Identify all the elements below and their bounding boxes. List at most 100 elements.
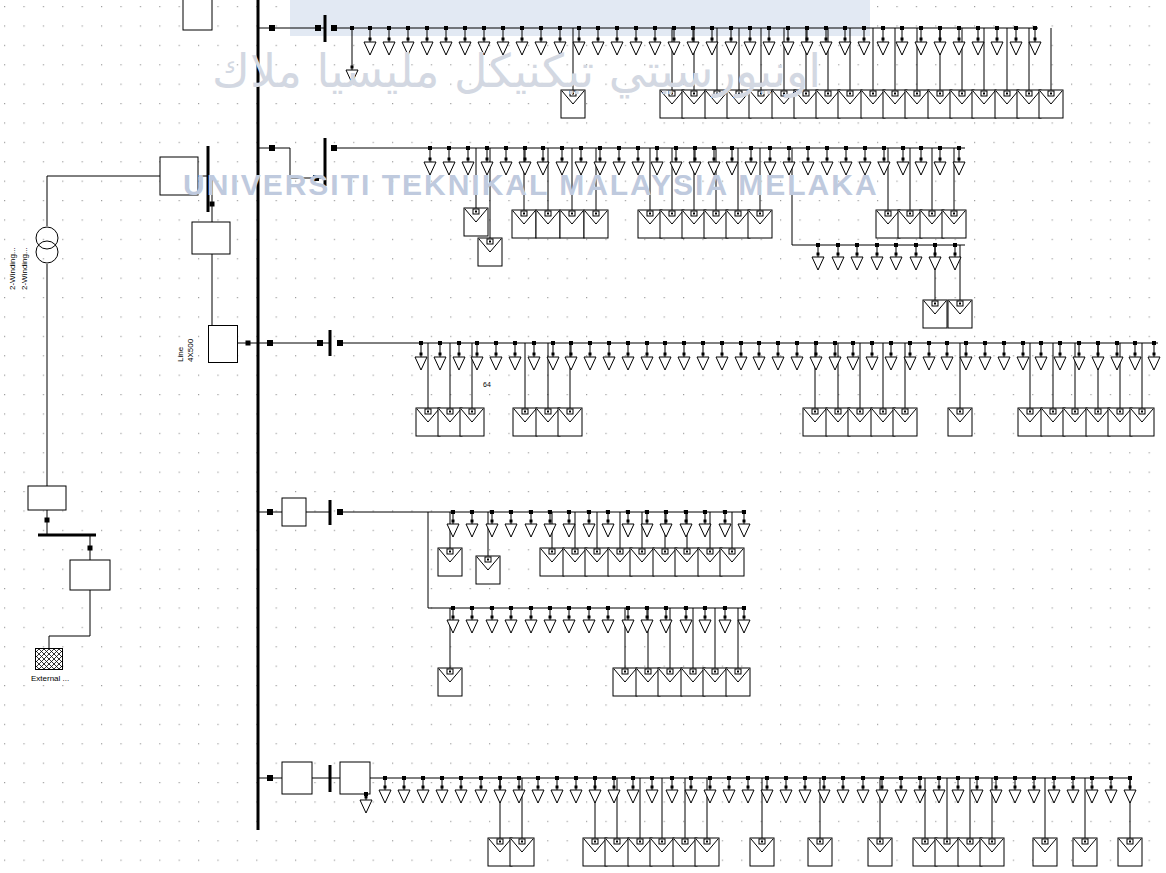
terminal-dot xyxy=(900,786,903,789)
pv-dot xyxy=(639,841,641,843)
pv-box xyxy=(950,90,974,118)
pv-mark xyxy=(639,211,661,224)
pv-mark xyxy=(704,669,726,682)
wire xyxy=(1098,343,1099,357)
pv-terminal xyxy=(1095,409,1101,414)
pv-dot xyxy=(547,213,549,215)
wire xyxy=(797,343,798,357)
pv-terminal xyxy=(817,839,823,844)
terminal-dot xyxy=(724,520,727,523)
pv-box xyxy=(920,210,944,238)
terminal-dot xyxy=(743,520,746,523)
pv-dot xyxy=(946,841,948,843)
terminal-dot xyxy=(934,253,937,256)
wire xyxy=(666,608,667,620)
wire xyxy=(595,778,596,790)
wire xyxy=(925,778,926,838)
pv-symbol xyxy=(583,838,607,866)
pv-mark xyxy=(586,549,608,562)
pv-dot xyxy=(714,671,716,673)
pv-terminal xyxy=(1139,409,1145,414)
terminal-dot xyxy=(607,520,610,523)
pv-terminal xyxy=(937,91,943,96)
terminal-dot xyxy=(1110,786,1113,789)
load-symbol xyxy=(904,357,916,370)
wire xyxy=(640,778,641,838)
load-symbol xyxy=(528,357,540,370)
pv-dot xyxy=(595,213,597,215)
wire xyxy=(828,28,829,90)
wire xyxy=(732,512,733,548)
pv-terminal xyxy=(847,91,853,96)
wire xyxy=(340,343,1158,344)
pv-box xyxy=(464,208,488,236)
load-symbol xyxy=(1086,790,1098,803)
wire xyxy=(789,148,790,162)
wire xyxy=(1023,343,1024,357)
pv-dot xyxy=(715,213,717,215)
pv-mark xyxy=(439,549,461,562)
pv-symbol xyxy=(720,548,744,576)
pv-box xyxy=(948,300,972,328)
terminal-dot xyxy=(768,38,771,41)
load-symbol xyxy=(851,257,863,270)
pv-terminal xyxy=(967,839,973,844)
pv-terminal xyxy=(907,211,913,216)
wire xyxy=(450,608,451,668)
pv-symbol xyxy=(726,668,750,696)
terminal-dot xyxy=(646,616,649,619)
wire xyxy=(850,28,851,90)
wire xyxy=(880,778,881,838)
pv-box xyxy=(478,238,502,266)
pv-box xyxy=(1063,408,1087,436)
wire xyxy=(590,343,591,357)
pv-terminal xyxy=(951,211,957,216)
wire xyxy=(503,28,504,42)
load-symbol xyxy=(735,357,747,370)
pv-symbol xyxy=(438,548,462,576)
wire xyxy=(960,343,961,408)
load-symbol xyxy=(513,790,525,803)
wire xyxy=(557,778,558,790)
pv-mark xyxy=(1131,409,1153,422)
pv-dot xyxy=(872,93,874,95)
load-symbol xyxy=(820,42,832,55)
pv-symbol xyxy=(1063,408,1087,436)
pv-terminal xyxy=(922,839,928,844)
pv-terminal xyxy=(989,839,995,844)
pv-dot xyxy=(709,551,711,553)
pv-dot xyxy=(471,411,473,413)
wire xyxy=(633,778,634,790)
pv-symbol xyxy=(536,210,560,238)
terminal-dot xyxy=(895,253,898,256)
load-symbol xyxy=(602,620,614,633)
pv-dot xyxy=(571,213,573,215)
pv-dot xyxy=(499,841,501,843)
pv-symbol xyxy=(673,838,697,866)
terminal-dot xyxy=(578,38,581,41)
load-symbol xyxy=(565,357,577,370)
pv-dot xyxy=(449,671,451,673)
load-symbol xyxy=(563,620,575,633)
wire xyxy=(642,512,643,548)
load-symbol xyxy=(475,790,487,803)
pv-mark xyxy=(869,839,891,852)
pv-terminal xyxy=(757,211,763,216)
pv-box xyxy=(980,838,1004,866)
pv-symbol xyxy=(704,210,728,238)
load-symbol xyxy=(602,524,614,537)
wire xyxy=(525,148,526,162)
pv-mark xyxy=(996,91,1018,104)
wire xyxy=(805,778,806,790)
wire xyxy=(625,608,626,668)
pv-dot xyxy=(882,411,884,413)
pv-dot xyxy=(953,213,955,215)
wire xyxy=(816,343,817,357)
load-symbol xyxy=(685,790,697,803)
wire xyxy=(617,28,618,42)
load-symbol xyxy=(417,790,429,803)
pv-symbol xyxy=(540,548,564,576)
wire xyxy=(985,343,986,357)
load-symbol xyxy=(646,790,658,803)
pv-mark xyxy=(914,839,936,852)
